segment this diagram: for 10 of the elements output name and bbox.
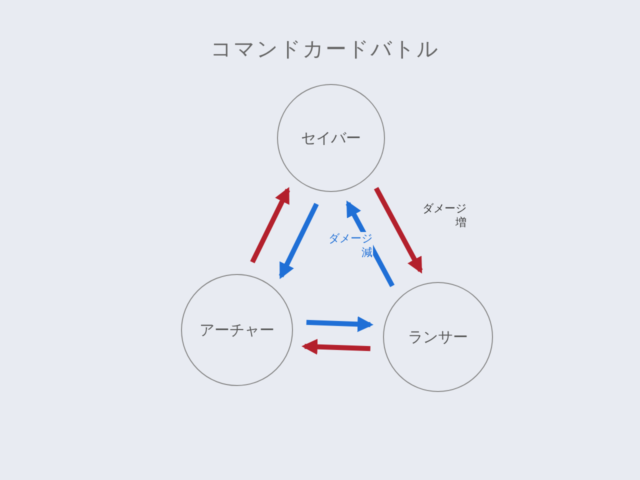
arrow (250, 186, 290, 264)
node-label: アーチャー (200, 320, 274, 341)
slide-title: コマンドカードバトル (209, 36, 441, 63)
arrow (278, 202, 319, 280)
arrow (302, 338, 370, 355)
node-label: セイバー (301, 128, 361, 149)
node-label: ランサー (408, 326, 468, 348)
arrow (346, 200, 395, 288)
arrow (306, 316, 374, 332)
arrow (374, 187, 423, 274)
